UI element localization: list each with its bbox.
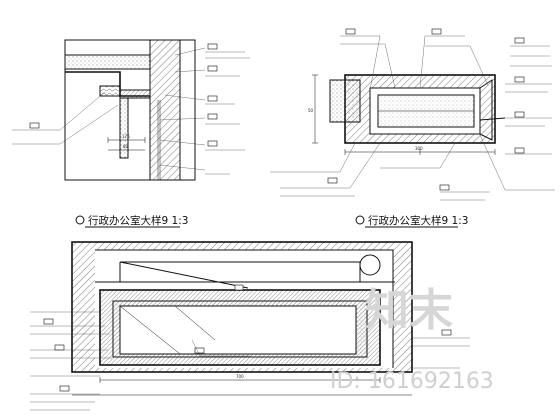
dim-b-2: 50	[308, 108, 314, 113]
detail-a-wall-hatch	[150, 40, 180, 180]
detail-a-section: 176 80	[12, 39, 250, 181]
detail-b-right-leaders	[479, 76, 555, 191]
detail-a-frame	[64, 39, 196, 181]
detail-b-title-group: 行政办公室大样9 1:3	[75, 214, 188, 228]
detail-c-right-leaders	[412, 329, 470, 369]
watermark: 知末 ID: 161692163	[330, 285, 494, 394]
dim-c-1: 700	[236, 374, 244, 379]
detail-c-circle	[359, 254, 381, 276]
detail-b-bottom-leaders	[270, 142, 490, 201]
detail-b-top-leaders	[340, 28, 552, 91]
detail-b-section: 50 300	[270, 28, 555, 201]
watermark-brand: 知末	[365, 285, 453, 336]
dim-a-2: 80	[123, 144, 129, 149]
watermark-id: ID: 161692163	[330, 369, 494, 394]
detail-a-left-leaders	[12, 91, 119, 145]
detail-c-left-leaders	[30, 311, 112, 411]
dim-b-1: 300	[415, 146, 423, 151]
dim-a-1: 176	[122, 134, 130, 139]
detail-a-leaders	[159, 43, 250, 175]
detail-b-title: 行政办公室大样9 1:3	[88, 214, 188, 227]
detail-c-outer-frame	[71, 241, 413, 373]
detail-c-title-group: 行政办公室大样9 1:3	[355, 214, 468, 228]
detail-c-panel: 700	[30, 241, 470, 411]
detail-c-title: 行政办公室大样9 1:3	[368, 214, 468, 227]
